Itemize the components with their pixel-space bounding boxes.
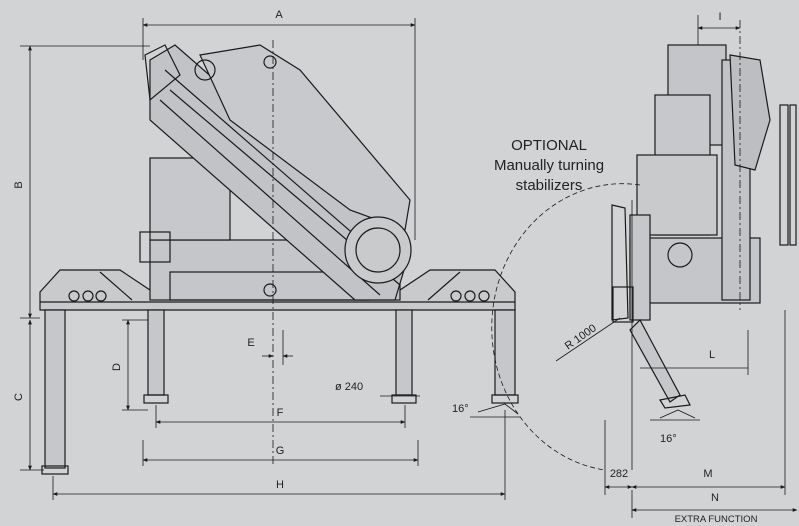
dim-label-i: I bbox=[718, 11, 721, 23]
crane-front-view bbox=[39, 40, 519, 475]
dim-label-e: E bbox=[247, 337, 254, 349]
offset-label: 282 bbox=[610, 468, 628, 480]
crane-side-view bbox=[611, 20, 797, 470]
dim-label-b: B bbox=[13, 181, 25, 188]
tilt-angle-left: 16° bbox=[452, 403, 469, 415]
radius-label: R 1000 bbox=[563, 322, 599, 352]
optional-title: OPTIONAL bbox=[511, 137, 587, 154]
optional-line3: stabilizers bbox=[516, 177, 583, 194]
dim-label-a: A bbox=[275, 9, 283, 21]
dim-label-d: D bbox=[111, 363, 123, 371]
dim-label-c: C bbox=[13, 393, 25, 401]
extra-function-label: EXTRA FUNCTION bbox=[675, 514, 758, 525]
dim-label-g: G bbox=[276, 445, 285, 457]
optional-line2: Manually turning bbox=[494, 157, 604, 174]
dim-label-h: H bbox=[276, 479, 284, 491]
dim-label-f: F bbox=[277, 407, 284, 419]
side-dimension-lines bbox=[491, 15, 798, 518]
dim-label-l: L bbox=[709, 349, 715, 361]
dim-label-n: N bbox=[711, 492, 719, 504]
front-dimension-lines bbox=[20, 18, 520, 500]
tilt-angle-right: 16° bbox=[660, 433, 677, 445]
dim-label-m: M bbox=[703, 468, 712, 480]
pad-diameter-label: ø 240 bbox=[335, 381, 363, 393]
